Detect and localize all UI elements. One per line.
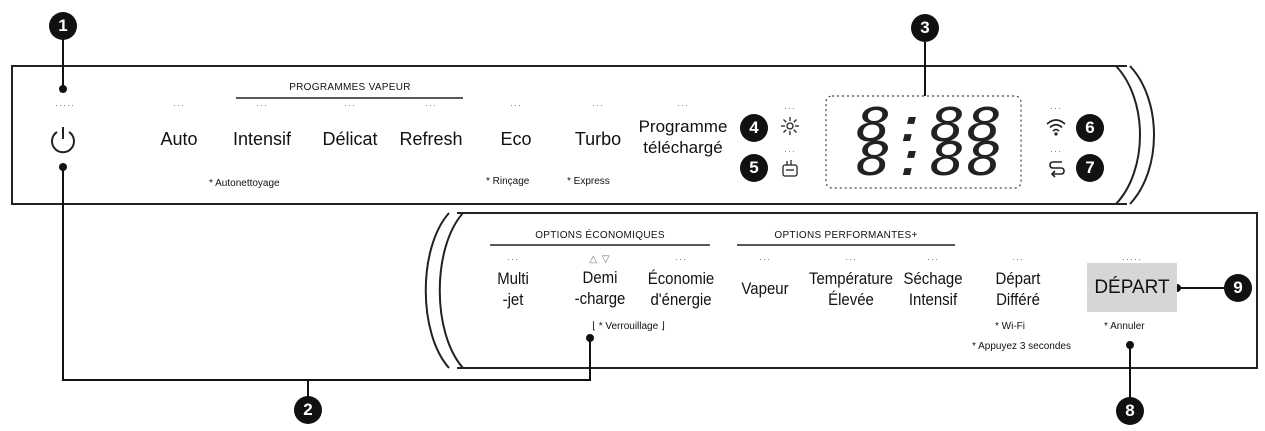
depart-differe-line2: Différé bbox=[996, 290, 1040, 309]
depart-differe-line1: Départ bbox=[995, 269, 1041, 288]
vapeur-label: Vapeur bbox=[741, 279, 789, 298]
program-auto-label: Auto bbox=[160, 129, 198, 149]
program-refresh-label: Refresh bbox=[399, 129, 463, 149]
power-button[interactable] bbox=[47, 124, 79, 156]
callout-4: 4 bbox=[740, 114, 768, 142]
autonettoyage-note: * Autonettoyage bbox=[209, 178, 280, 189]
program-intensif-button[interactable]: ··· Intensif bbox=[222, 100, 302, 150]
program-downloaded-button[interactable]: ··· Programme téléchargé bbox=[636, 100, 730, 158]
callout-8: 8 bbox=[1116, 397, 1144, 425]
wifi-note: * Wi-Fi bbox=[995, 321, 1025, 332]
callout-5: 5 bbox=[740, 154, 768, 182]
program-turbo-label: Turbo bbox=[574, 129, 622, 149]
sechage-line2: Intensif bbox=[908, 290, 958, 309]
start-button[interactable]: DÉPART bbox=[1087, 263, 1177, 312]
steam-programs-group-label: PROGRAMMES VAPEUR bbox=[289, 82, 411, 93]
demi-line1: Demi bbox=[582, 268, 618, 287]
program-delicat-button[interactable]: ··· Délicat bbox=[312, 100, 388, 150]
cancel-note: * Annuler bbox=[1104, 321, 1145, 332]
option-temperature-button[interactable]: ··· Température Élevée bbox=[801, 254, 901, 310]
wifi-icon bbox=[1044, 115, 1068, 142]
press-3s-note: * Appuyez 3 secondes bbox=[972, 341, 1071, 352]
option-sechage-button[interactable]: ··· Séchage Intensif bbox=[896, 254, 970, 310]
option-vapeur-button[interactable]: ··· Vapeur bbox=[730, 254, 800, 299]
power-indicator: ····· bbox=[55, 100, 75, 110]
temperature-line1: Température bbox=[809, 269, 893, 288]
program-downloaded-line2: téléchargé bbox=[643, 138, 723, 157]
option-demi-charge-button[interactable]: △ ▽ Demi -charge bbox=[560, 254, 640, 309]
callout-2: 2 bbox=[294, 396, 322, 424]
program-intensif-label: Intensif bbox=[232, 129, 292, 149]
program-auto-button[interactable]: ··· Auto bbox=[148, 100, 210, 150]
callout-6: 6 bbox=[1076, 114, 1104, 142]
temperature-line2: Élevée bbox=[828, 290, 874, 309]
program-delicat-label: Délicat bbox=[322, 129, 378, 149]
detergent-icon bbox=[779, 157, 801, 184]
rinse-aid-icon bbox=[779, 115, 801, 142]
remote-start-icon bbox=[1046, 157, 1068, 184]
option-economie-button[interactable]: ··· Économie d'énergie bbox=[647, 254, 715, 309]
callout-9: 9 bbox=[1224, 274, 1252, 302]
rincage-note: * Rinçage bbox=[486, 176, 530, 187]
callout-3: 3 bbox=[911, 14, 939, 42]
multijet-line2: -jet bbox=[502, 290, 524, 309]
option-multijet-button[interactable]: ··· Multi -jet bbox=[478, 254, 548, 310]
program-turbo-button[interactable]: ··· Turbo bbox=[566, 100, 630, 150]
demi-line2: -charge bbox=[574, 289, 626, 308]
perf-options-group-label: OPTIONS PERFORMANTES+ bbox=[774, 230, 918, 241]
program-refresh-button[interactable]: ··· Refresh bbox=[393, 100, 469, 150]
callout-1: 1 bbox=[49, 12, 77, 40]
program-eco-label: Eco bbox=[500, 129, 532, 149]
lock-note: ⌊ * Verrouillage ⌋ bbox=[592, 321, 665, 332]
program-eco-button[interactable]: ··· Eco bbox=[490, 100, 542, 150]
time-display: 8:88 8:88 bbox=[856, 98, 1004, 186]
power-icon bbox=[51, 127, 75, 154]
arrow-indicators: △ ▽ bbox=[589, 254, 611, 265]
sechage-line1: Séchage bbox=[903, 269, 963, 288]
economie-line2: d'énergie bbox=[650, 290, 712, 309]
economie-line1: Économie bbox=[647, 269, 715, 288]
program-downloaded-line1: Programme bbox=[638, 117, 728, 136]
option-depart-differe-button[interactable]: ··· Départ Différé bbox=[978, 254, 1058, 310]
callout-7: 7 bbox=[1076, 154, 1104, 182]
express-note: * Express bbox=[567, 176, 610, 187]
multijet-line1: Multi bbox=[497, 269, 529, 288]
eco-options-group-label: OPTIONS ÉCONOMIQUES bbox=[535, 230, 665, 241]
